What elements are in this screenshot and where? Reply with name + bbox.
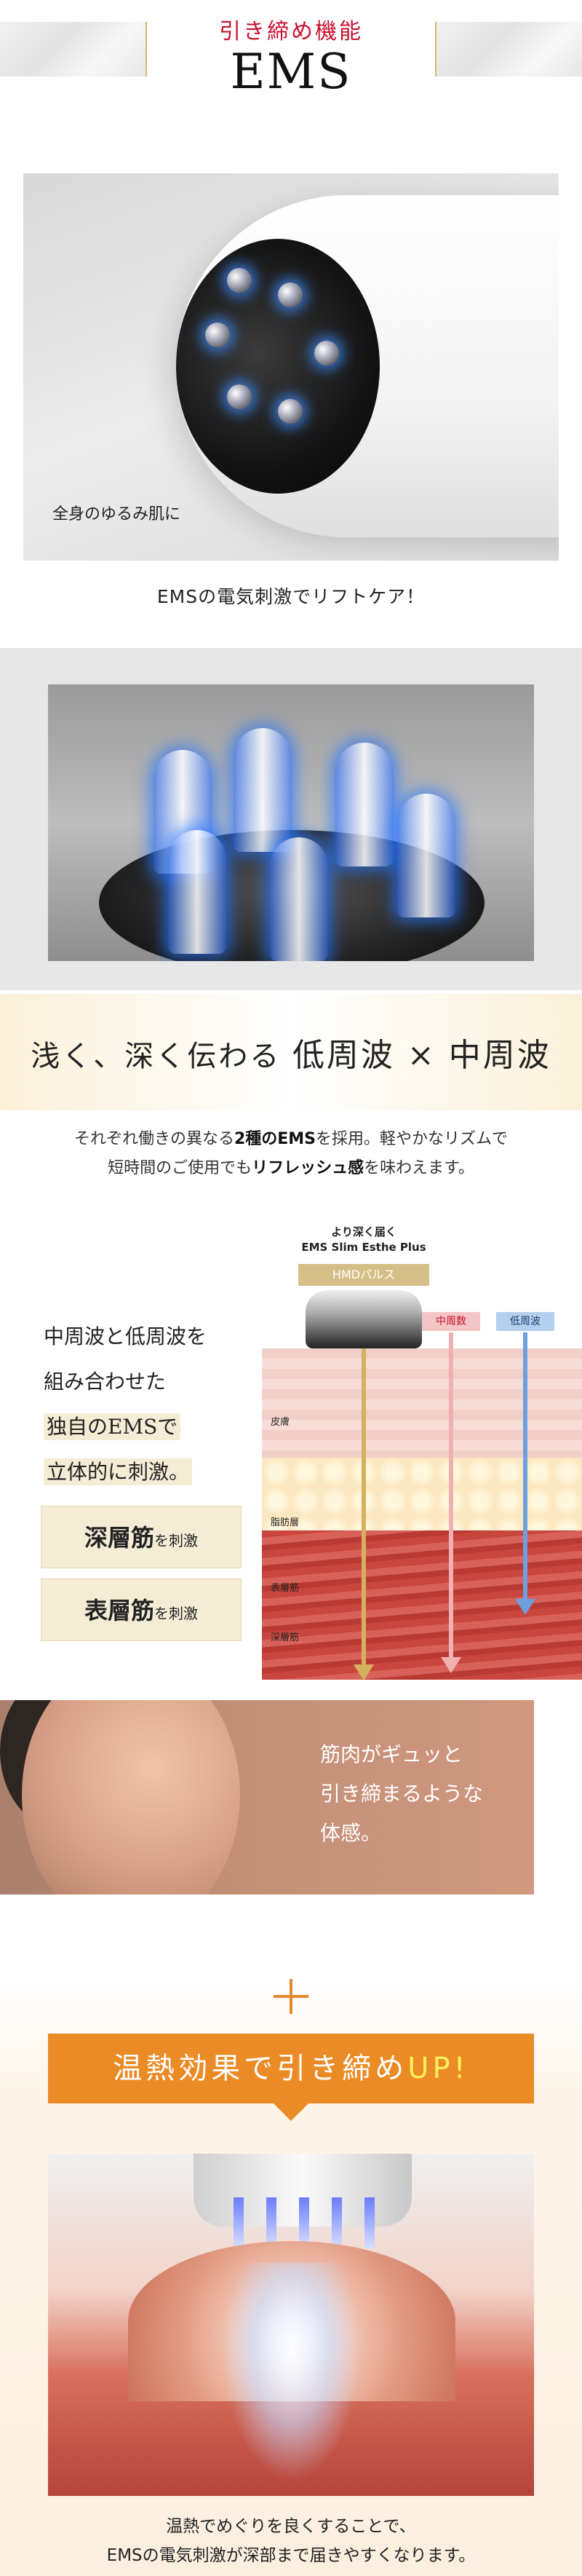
heat-electrode (364, 2197, 375, 2248)
badge-main: 表層筋 (84, 1597, 154, 1624)
frequency-banner-text: 浅く、深く伝わる 低周波 × 中周波 (0, 1029, 582, 1075)
device-head (176, 239, 380, 494)
hmd-arrow (362, 1348, 366, 1669)
heat-caption-line: EMSの電気刺激が深部まで届きやすくなります。 (106, 2546, 476, 2565)
face-photo: 筋肉がギュッと 引き締まるような 体感。 (0, 1700, 534, 1895)
intro-text: それぞれ働きの異なる2種のEMSを採用。軽やかなリズムで 短時間のご使用でもリフ… (0, 1125, 582, 1183)
layer-label-deep: 深層筋 (271, 1632, 300, 1643)
mid-frequency-tag: 中周数 (422, 1312, 480, 1331)
heat-title: 温熱効果で引き締めUP! (48, 2034, 534, 2103)
heat-title-banner: 温熱効果で引き締めUP! (48, 2034, 534, 2121)
mid-arrow-head (441, 1657, 461, 1673)
feature-text: 中周波と低周波を 組み合わせた 独自のEMSで 立体的に刺激。 (44, 1314, 207, 1495)
mid-frequency-arrow (449, 1332, 453, 1660)
plus-icon (274, 1979, 308, 2014)
product-name: EMS Slim Esthe Plus (301, 1241, 426, 1254)
intro-text-bold: リフレッシュ感 (252, 1159, 364, 1177)
heat-title-main: 温熱効果で引き締め (113, 2052, 408, 2085)
face-caption-line: 引き締まるような (320, 1782, 484, 1806)
device-photo: 全身のゆるみ肌に (23, 173, 559, 561)
section-header: 引き締め機能 EMS (0, 0, 582, 153)
electrode-pin (278, 283, 303, 307)
frequency-banner: 浅く、深く伝わる 低周波 × 中周波 (0, 994, 582, 1110)
electrode-glow (397, 794, 455, 917)
electrode-pin (314, 341, 339, 366)
badge-main: 深層筋 (84, 1524, 154, 1552)
feature-line-highlight: 立体的に刺激。 (44, 1458, 193, 1485)
layer-label-surface: 表層筋 (271, 1583, 300, 1594)
section-subtitle: 引き締め機能 (219, 19, 363, 44)
electrode-pin (205, 323, 230, 347)
photo-caption: 全身のゆるみ肌に (52, 505, 181, 524)
electrode-glow (168, 830, 226, 954)
ems-caption: EMSの電気刺激でリフトケア！ (156, 586, 426, 607)
electrode-glow (234, 728, 292, 852)
heat-electrode (299, 2197, 309, 2248)
electrode-pin (227, 384, 252, 409)
heat-caption-line: 温熱でめぐりを良くすることで、 (166, 2517, 416, 2536)
device-head-icon (306, 1290, 422, 1348)
intro-text-part: 短時間のご使用でも (108, 1159, 252, 1177)
face-caption-line: 筋肉がギュッと (320, 1742, 463, 1766)
low-frequency-tag: 低周波 (496, 1312, 554, 1331)
face-caption-line: 体感。 (320, 1821, 382, 1845)
electrode-glow (270, 837, 328, 961)
feature-line-highlight: 独自のEMSで (44, 1413, 181, 1440)
header-divider-left (146, 22, 147, 76)
hmd-pulse-badge: HMDパルス (298, 1264, 429, 1286)
electrode-glow (335, 743, 394, 866)
heat-glow (223, 2263, 361, 2481)
model-face (22, 1700, 240, 1895)
badge-sub: を刺激 (154, 1605, 198, 1622)
banner-pointer (274, 2103, 308, 2121)
layer-label-skin: 皮膚 (271, 1417, 290, 1428)
feature-line: 組み合わせた (44, 1370, 167, 1394)
low-frequency-arrow (523, 1332, 527, 1602)
banner-highlight: 低周波 × 中周波 (292, 1037, 551, 1074)
header-divider-right (435, 22, 436, 76)
skin-layer (262, 1348, 582, 1458)
heat-electrode (266, 2197, 276, 2248)
intro-text-part: を採用。軽やかなリズムで (316, 1130, 509, 1148)
heat-caption: 温熱でめぐりを良くすることで、 EMSの電気刺激が深部まで届きやすくなります。 (0, 2512, 582, 2570)
electrode-pin (227, 268, 252, 293)
intro-text-bold: 2種のEMS (234, 1130, 316, 1148)
surface-muscle-badge: 表層筋を刺激 (41, 1579, 242, 1641)
hmd-arrow-head (354, 1664, 374, 1680)
face-caption: 筋肉がギュッと 引き締まるような 体感。 (320, 1735, 483, 1853)
layer-label-fat: 脂肪層 (271, 1517, 300, 1528)
diagram-label: より深く届く (331, 1225, 396, 1238)
heat-electrode (234, 2197, 244, 2248)
feature-line: 中周波と低周波を (44, 1324, 207, 1348)
header-decoration-right (436, 22, 582, 76)
heat-electrode (332, 2197, 342, 2248)
ems-depth-diagram: より深く届く EMS Slim Esthe Plus HMDパルス 中周数 低周… (262, 1223, 582, 1704)
low-arrow-head (515, 1599, 535, 1615)
fat-layer (262, 1458, 582, 1530)
electrode-pin (278, 399, 303, 424)
heat-photo (48, 2154, 534, 2496)
intro-text-part: それぞれ働きの異なる (73, 1130, 234, 1148)
badge-sub: を刺激 (154, 1532, 198, 1549)
heat-title-up: UP! (407, 2052, 469, 2085)
header-decoration-left (0, 22, 146, 76)
banner-prefix: 浅く、深く伝わる (31, 1040, 282, 1073)
electrode-photo (48, 684, 534, 961)
section-title: EMS (230, 44, 352, 100)
intro-text-part: を味わえます。 (364, 1159, 474, 1177)
deep-muscle-badge: 深層筋を刺激 (41, 1506, 242, 1568)
